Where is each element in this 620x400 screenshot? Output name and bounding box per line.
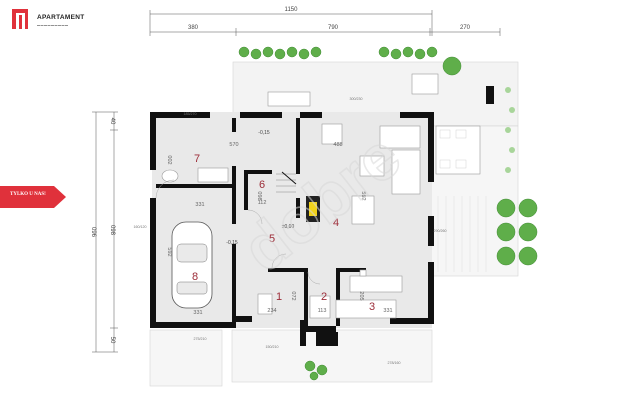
opening-label: 278/160 [388,361,401,365]
logo-title: APARTAMENT [37,14,85,21]
opening-label: 275/210 [194,337,207,341]
room-area: 570 [229,142,238,148]
kitchen-island [335,299,397,319]
logo-tagline: ▬▬▬▬▬▬▬▬▬ [37,23,69,27]
dimension-top-total: 1150 [285,7,299,13]
coffee-table [359,155,385,177]
room-number: 6 [259,179,265,191]
logo-house-icon [12,9,28,29]
room-width: 592 [166,247,172,256]
badge-arrow-shape [0,186,66,208]
room-width: 592 [360,191,366,200]
badge-text: TYLKO U NAS! [10,192,46,197]
armchair-left [321,123,343,145]
sofa-chaise [391,149,421,195]
room-number: 8 [192,271,198,283]
pantry-shelf [309,295,331,319]
dining-chairs [439,129,467,169]
sofa [379,125,421,149]
fireplace-flame [309,202,317,216]
stair-arrow [281,171,297,185]
walls [150,86,494,346]
terrace-deck [437,196,487,272]
room-area: 113 [318,308,327,314]
room-area: 234 [267,308,276,314]
room-area: 331 [383,308,392,314]
dimension-lines [92,10,501,353]
dimension-left-segment: 40 [109,118,115,125]
room-width: 002 [166,155,172,164]
door-swings [155,179,321,285]
room-area: 331 [193,310,202,316]
logo[interactable]: APARTAMENT ▬▬▬▬▬▬▬▬▬ [11,8,91,34]
room-number: 4 [333,217,339,229]
toilet [161,169,179,183]
armchair [351,195,375,225]
greenery [238,46,538,381]
hedge [505,87,515,173]
level-mark: ±0,00 [282,224,295,230]
opening-label: 150/210 [266,345,279,349]
kitchen-counter [349,275,403,293]
dimension-top-segment: 380 [188,25,199,31]
room-width: 072 [290,291,296,300]
dimension-top-segment: 790 [328,25,339,31]
room-width: 205 [358,291,364,300]
bathroom-sink [257,293,273,315]
level-mark: -0,15 [258,130,270,136]
dimension-left-segment: 098 [109,225,115,236]
dining-table [435,125,481,175]
room-number: 1 [276,291,282,303]
room-number: 3 [369,301,375,313]
promo-badge[interactable]: TYLKO U NAS! [0,186,66,208]
room-area: 112 [258,200,267,206]
dimension-top-segment: 270 [460,25,471,31]
sink [359,269,367,277]
opening-label: 290/260 [434,229,447,233]
room-number: 7 [194,153,200,165]
garage-area: 331 [195,202,204,208]
room-number: 5 [269,233,275,245]
opening-label: 300/230 [350,97,363,101]
terrace-grill [411,73,439,95]
car [171,221,213,309]
garden-bench [267,91,311,107]
room-width: 098 [256,191,262,200]
boiler-room-unit [197,167,229,183]
living-area: 488 [333,142,342,148]
dimension-left-total: 096 [90,227,96,238]
opening-label: 160/120 [134,225,147,229]
opening-label: 185/270 [184,112,197,116]
stairs [276,173,296,193]
room-number: 2 [321,291,327,303]
level-mark: -0,15 [226,240,238,246]
dimension-left-segment: 50 [109,337,115,344]
driveway [149,329,223,387]
